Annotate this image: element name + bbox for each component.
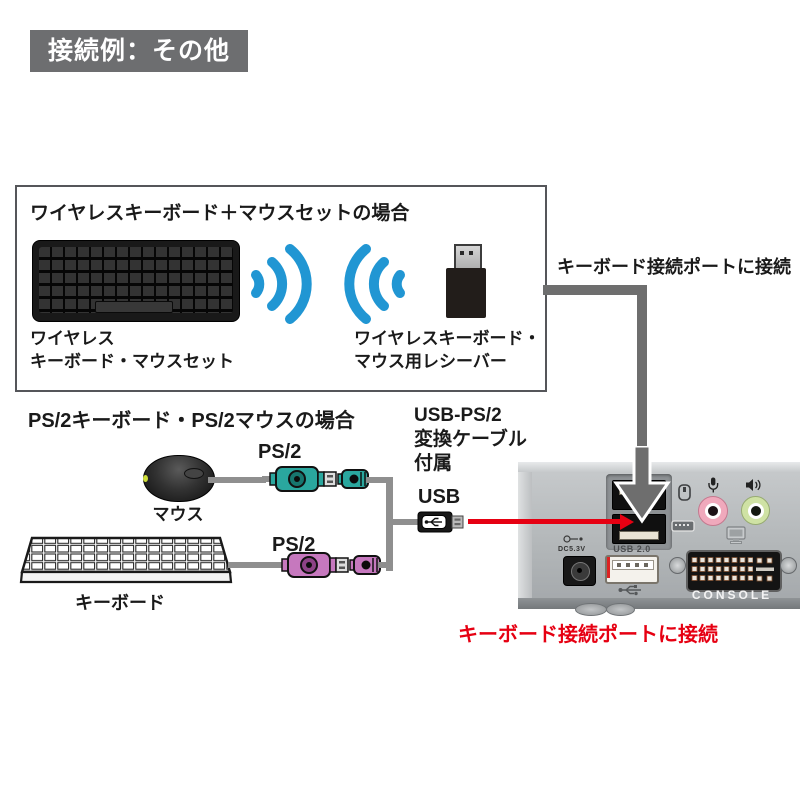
ps2-label-mouse: PS/2 [258, 441, 302, 463]
wireless-example-box: ワイヤレスキーボード＋マウスセットの場合 [15, 185, 547, 392]
wifi-signal-icon [251, 244, 312, 324]
receiver-label-line1: ワイヤレスキーボード・ [354, 329, 541, 348]
junction-cable-to-usb [391, 519, 413, 525]
usb-plug-graphic [410, 511, 464, 533]
receiver-contact [469, 251, 473, 255]
usb2-contact [617, 563, 621, 567]
wireless-keyboard-spacebar [95, 301, 173, 313]
receiver-contact [460, 251, 464, 255]
mic-jack-hole [708, 506, 718, 516]
mouse-led [143, 475, 148, 482]
keyboard-label: キーボード [75, 593, 165, 613]
keyboard-port-note-top: キーボード接続ポートに接続 [557, 257, 791, 277]
speaker-jack-hole [750, 505, 761, 516]
mouse-cable [208, 477, 266, 483]
monitor-icon [726, 526, 746, 544]
speaker-jack [741, 496, 770, 525]
dc-polarity-icon [563, 535, 583, 543]
console-label: CONSOLE [691, 588, 773, 602]
usb-trident-icon [618, 585, 641, 596]
device-foot [575, 603, 607, 616]
usb2-port-stripe [607, 557, 610, 578]
receiver-cable-vertical [637, 285, 647, 452]
wifi-signal-icon [344, 244, 405, 324]
usb2-contact [635, 563, 639, 567]
wireless-keyboard-keys [39, 247, 233, 313]
usb-receiver-graphic [446, 244, 486, 320]
mouse-wheel [184, 468, 204, 479]
device-top-edge [518, 462, 800, 472]
usb2-contact [644, 563, 648, 567]
dc-jack-pin [577, 568, 582, 573]
keyboard-port-icon [671, 520, 695, 532]
dvi-screw-right [780, 557, 797, 574]
dc-label: DC5.3V [558, 546, 586, 553]
device-foot [606, 603, 635, 616]
adapter-note: USB-PS/2 変換ケーブル 付属 [414, 404, 527, 476]
device-left-side [518, 468, 532, 602]
adapter-note-line2: 変換ケーブル [414, 429, 527, 450]
ps2-connector-green [262, 466, 369, 492]
ps2-heading: PS/2キーボード・PS/2マウスの場合 [28, 410, 355, 432]
mic-icon [708, 477, 719, 493]
adapter-note-line1: USB-PS/2 [414, 405, 502, 426]
dvi-screw-left [669, 557, 686, 574]
wireless-set-label-line1: ワイヤレス [30, 329, 115, 348]
page-title: 接続例：その他 [30, 30, 249, 72]
usb2-port-tab [612, 560, 654, 570]
receiver-body [446, 268, 486, 318]
keyboard-cable-to-junction [378, 562, 393, 568]
usb2-label: USB 2.0 [613, 544, 651, 554]
ps2-connector-purple [274, 552, 381, 578]
mouse-port-icon [678, 484, 691, 501]
wireless-keyboard-graphic [32, 240, 240, 322]
receiver-label-line2: マウス用レシーバー [354, 352, 507, 371]
mouse-label: マウス [152, 505, 204, 524]
keyboard-port-note-bottom: キーボード接続ポートに接続 [458, 624, 718, 646]
speaker-icon [746, 479, 761, 491]
dvi-pins [691, 556, 774, 583]
ps2-label-keyboard: PS/2 [272, 534, 316, 556]
usb-port-tab [619, 531, 659, 540]
usb2-port [605, 555, 659, 584]
kvm-device: DC5.3V USB 2.0 [518, 462, 800, 616]
mouse-cable-to-junction [366, 477, 392, 483]
ps2-mouse-graphic [143, 455, 215, 502]
down-arrow-icon [613, 446, 671, 524]
usb2-contact [626, 563, 630, 567]
mic-jack [698, 496, 728, 526]
usb-label: USB [418, 486, 461, 508]
wireless-box-title: ワイヤレスキーボード＋マウスセットの場合 [30, 203, 410, 224]
receiver-cable-horizontal [543, 285, 647, 295]
red-arrow-line [468, 519, 622, 524]
ps2-keyboard-graphic [19, 536, 233, 584]
dvi-port [686, 550, 782, 592]
wireless-set-label: ワイヤレス キーボード・マウスセット [30, 327, 234, 373]
receiver-label: ワイヤレスキーボード・ マウス用レシーバー [354, 327, 541, 373]
red-arrow-head [620, 514, 634, 530]
device-bottom-edge [518, 598, 800, 609]
wireless-set-label-line2: キーボード・マウスセット [30, 352, 234, 371]
junction-cable-vertical [386, 477, 393, 571]
dc-jack [563, 556, 596, 586]
keyboard-cable [228, 562, 280, 568]
adapter-note-line3: 付属 [414, 453, 453, 474]
